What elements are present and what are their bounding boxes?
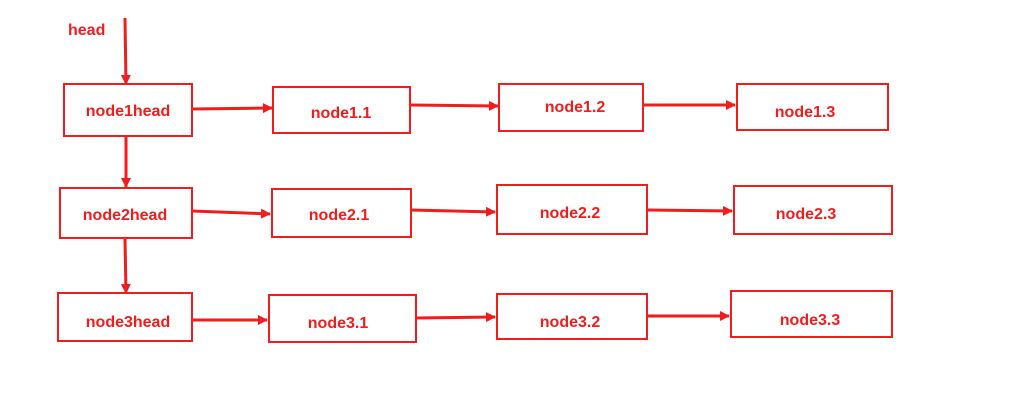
- row1-arrow-2: [409, 100, 499, 111]
- row3-head-box: [57, 292, 193, 342]
- row1-head-box: [63, 83, 193, 137]
- row2-to-row3-arrow: [120, 238, 131, 294]
- row2-node2-box: [496, 184, 648, 235]
- row3-head-label: node3head: [86, 314, 170, 331]
- row1-node2-label: node1.2: [545, 99, 606, 116]
- row1-node3-box: [736, 83, 889, 131]
- row2-node3-label: node2.3: [776, 206, 837, 223]
- row3-node2-label: node3.2: [540, 314, 601, 331]
- row2-node1-box: [271, 188, 412, 238]
- row1-node2-box: [498, 83, 644, 132]
- row2-node1-label: node2.1: [309, 207, 370, 224]
- row1-node1-box: [272, 86, 411, 134]
- row2-node3-box: [733, 185, 893, 235]
- row1-node3-label: node1.3: [775, 104, 836, 121]
- row2-head-box: [59, 187, 193, 239]
- row-2: node2head node2.1 node2.2 node2.3: [59, 184, 893, 239]
- head-label: head: [68, 22, 105, 39]
- row1-head-label: node1head: [86, 103, 170, 120]
- row-3: node3head node3.1 node3.2 node3.3: [57, 290, 893, 343]
- row2-head-label: node2head: [83, 207, 167, 224]
- row2-arrow-2: [410, 206, 496, 217]
- row3-arrow-2: [415, 312, 496, 323]
- row3-node1-box: [268, 294, 417, 343]
- row3-node2-box: [496, 293, 648, 340]
- head-to-row1-arrow: [120, 17, 131, 85]
- row3-node1-label: node3.1: [308, 315, 369, 332]
- row3-node3-label: node3.3: [780, 312, 841, 329]
- row2-node2-label: node2.2: [540, 205, 601, 222]
- row3-node3-box: [730, 290, 893, 338]
- row2-arrow-1: [191, 208, 271, 219]
- row-1: node1head node1.1 node1.2 node1.3: [63, 83, 889, 137]
- row1-node1-label: node1.1: [311, 105, 372, 122]
- row1-arrow-1: [191, 103, 273, 114]
- row2-arrow-3: [646, 205, 733, 216]
